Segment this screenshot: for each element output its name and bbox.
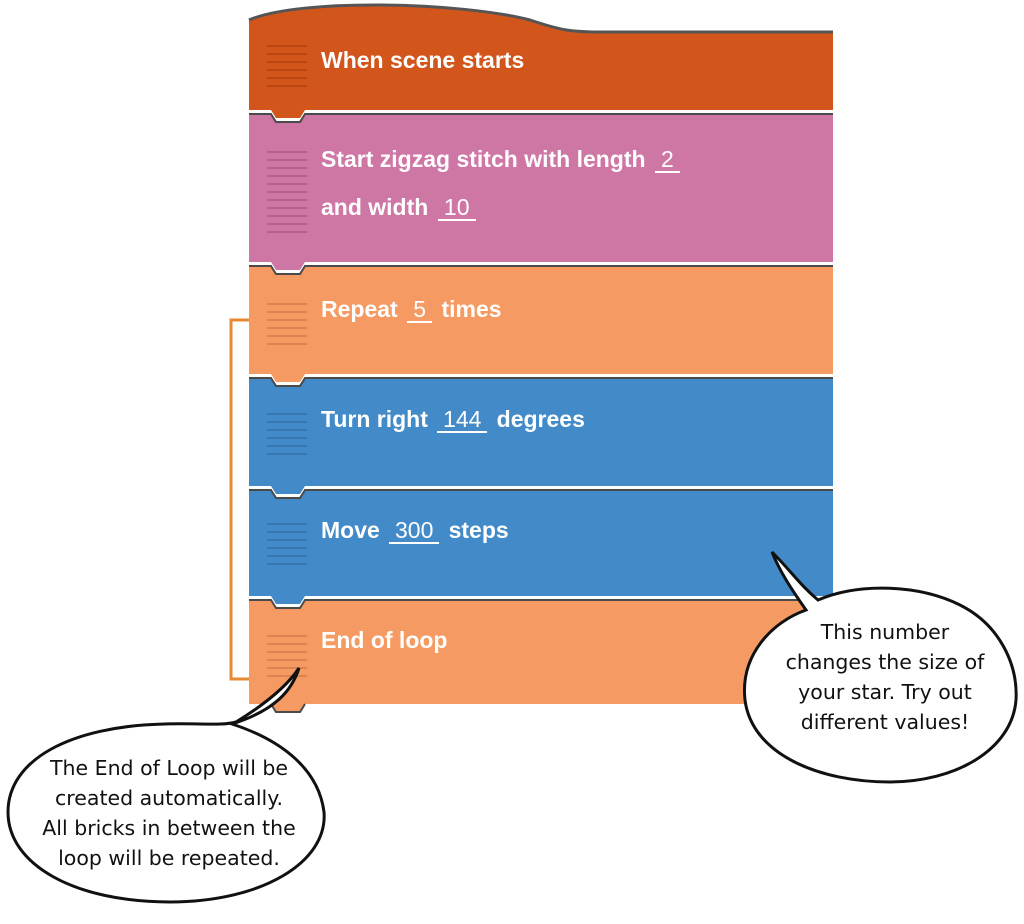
callout-left-line: The End of Loop will be xyxy=(49,756,289,780)
callout-left-line: created automatically. xyxy=(55,786,283,810)
callout-right-line: This number xyxy=(820,620,950,644)
brick-end-of-loop[interactable] xyxy=(249,599,833,713)
move-steps-field[interactable]: 300 xyxy=(389,518,440,544)
brick-repeat[interactable] xyxy=(249,265,833,382)
repeat-line: Repeat 5 times xyxy=(321,295,502,323)
callout-left-line: loop will be repeated. xyxy=(58,846,280,870)
brick-start-zigzag-stitch[interactable] xyxy=(249,113,833,270)
loop-bracket xyxy=(229,318,249,681)
speech-bubble-right xyxy=(743,550,1018,784)
end-of-loop-label: End of loop xyxy=(321,627,448,653)
brick-when-scene-starts[interactable] xyxy=(249,38,833,118)
zigzag-line2: and width 10 xyxy=(321,193,479,221)
callout-right-line: changes the size of xyxy=(785,650,985,674)
speech-bubble-left xyxy=(6,667,326,904)
zigzag-text2: and width xyxy=(321,194,429,220)
move-text2: steps xyxy=(448,517,509,543)
callout-left-line: All bricks in between the xyxy=(42,816,296,840)
callout-right-text: This number changes the size of your sta… xyxy=(760,617,1010,737)
repeat-text2: times xyxy=(441,296,502,322)
turn-right-text2: degrees xyxy=(496,406,585,432)
move-text1: Move xyxy=(321,517,380,543)
repeat-text1: Repeat xyxy=(321,296,398,322)
brick-turn-right[interactable] xyxy=(249,377,833,494)
callout-right-line: your star. Try out xyxy=(798,680,972,704)
turn-right-degrees-field[interactable]: 144 xyxy=(437,407,488,433)
zigzag-length-field[interactable]: 2 xyxy=(654,147,680,173)
move-line: Move 300 steps xyxy=(321,516,509,544)
when-scene-starts-label: When scene starts xyxy=(321,47,525,73)
brick-move[interactable] xyxy=(249,489,833,604)
drag-handle-icon[interactable] xyxy=(267,45,307,87)
drag-handle-icon[interactable] xyxy=(267,523,307,565)
zigzag-text1: Start zigzag stitch with length xyxy=(321,146,646,172)
turn-right-line: Turn right 144 degrees xyxy=(321,405,585,433)
drag-handle-icon[interactable] xyxy=(267,151,307,233)
zigzag-width-field[interactable]: 10 xyxy=(437,195,476,221)
drag-handle-icon[interactable] xyxy=(267,303,307,345)
drag-handle-icon[interactable] xyxy=(267,635,307,677)
turn-right-text1: Turn right xyxy=(321,406,428,432)
zigzag-line1: Start zigzag stitch with length 2 xyxy=(321,145,683,173)
drag-handle-icon[interactable] xyxy=(267,413,307,455)
callout-right-line: different values! xyxy=(800,710,970,734)
event-brick-hat xyxy=(249,4,833,40)
repeat-times-field[interactable]: 5 xyxy=(407,297,433,323)
event-brick-hat-outline xyxy=(248,3,833,34)
callout-left-text: The End of Loop will be created automati… xyxy=(14,753,324,873)
